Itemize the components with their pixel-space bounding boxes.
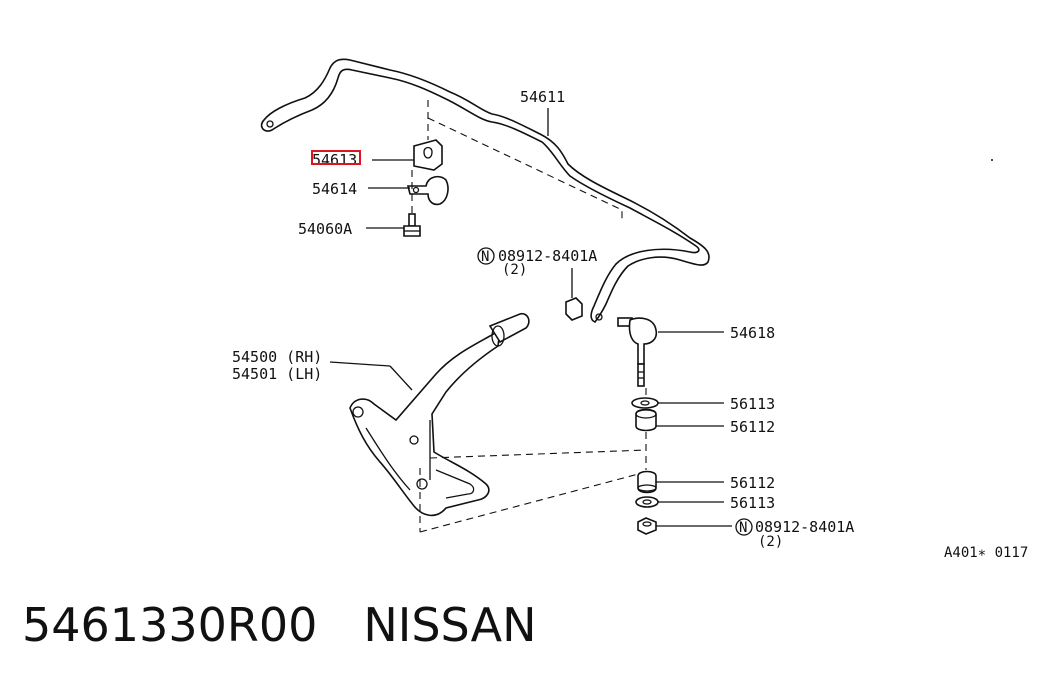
bushing-lower[interactable] bbox=[637, 470, 657, 494]
nut-bottom[interactable] bbox=[637, 517, 657, 535]
nut-symbol-top-letter: N bbox=[481, 249, 489, 265]
nut-symbol-top bbox=[477, 247, 495, 265]
label-arm-lh[interactable]: 54501 (LH) bbox=[232, 365, 322, 383]
label-bushing-lower[interactable]: 56112 bbox=[730, 474, 775, 492]
connecting-rod[interactable] bbox=[617, 317, 658, 387]
dash-bushing-diagonal bbox=[427, 117, 623, 220]
label-nut-bottom-qty: (2) bbox=[758, 534, 783, 550]
bolt[interactable] bbox=[403, 213, 421, 237]
bushing-upper[interactable] bbox=[635, 408, 657, 432]
bushing[interactable] bbox=[413, 139, 443, 171]
dash-arm-lower bbox=[419, 471, 647, 533]
label-nut-top[interactable]: 08912-8401A bbox=[498, 247, 597, 265]
diagram-code: A401∗ 0117 bbox=[944, 545, 1028, 561]
label-bushing-upper[interactable]: 56112 bbox=[730, 418, 775, 436]
leader-arm-2 bbox=[389, 365, 413, 391]
parts-diagram: 54611 54613 54614 54060A N 08912-8401A (… bbox=[232, 58, 1028, 561]
stray-dot bbox=[991, 159, 993, 161]
nut-top[interactable] bbox=[565, 297, 583, 321]
label-bolt[interactable]: 54060A bbox=[298, 220, 352, 238]
part-caption: 5461330R00 NISSAN bbox=[22, 598, 536, 652]
label-connecting-rod[interactable]: 54618 bbox=[730, 324, 775, 342]
label-bushing[interactable]: 54613 bbox=[312, 151, 357, 169]
leader-arm-1 bbox=[329, 361, 391, 367]
label-nut-bottom[interactable]: 08912-8401A bbox=[755, 518, 854, 536]
label-arm-rh[interactable]: 54500 (RH) bbox=[232, 348, 322, 366]
highlight-box bbox=[311, 150, 361, 165]
nut-symbol-bottom-letter: N bbox=[739, 520, 747, 536]
clamp[interactable] bbox=[406, 175, 449, 206]
stabilizer-bar[interactable] bbox=[260, 58, 710, 323]
nut-symbol-bottom bbox=[735, 518, 753, 536]
brand-name: NISSAN bbox=[363, 598, 537, 652]
washer-upper[interactable] bbox=[631, 397, 659, 409]
dash-arm-upper bbox=[429, 449, 647, 459]
label-nut-top-qty: (2) bbox=[502, 262, 527, 278]
part-number: 5461330R00 bbox=[22, 598, 318, 652]
label-stabilizer-bar[interactable]: 54611 bbox=[520, 88, 565, 106]
label-washer-upper[interactable]: 56113 bbox=[730, 395, 775, 413]
washer-lower[interactable] bbox=[635, 496, 659, 508]
label-clamp[interactable]: 54614 bbox=[312, 180, 357, 198]
lower-control-arm[interactable] bbox=[349, 312, 530, 517]
label-washer-lower[interactable]: 56113 bbox=[730, 494, 775, 512]
